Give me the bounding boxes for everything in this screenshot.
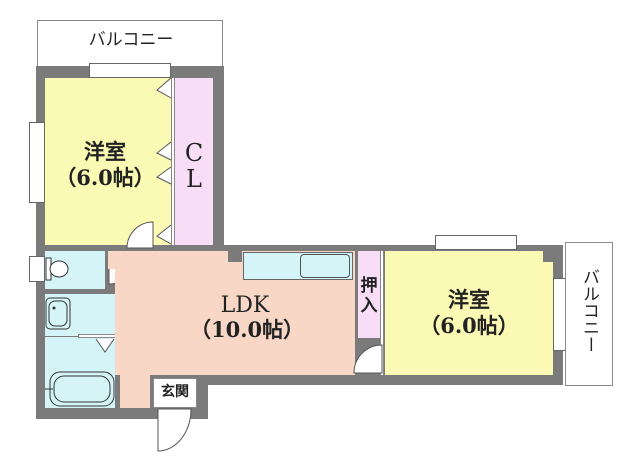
bedroom-right-door-icon — [353, 344, 383, 374]
ldk-size: （10.0帖） — [190, 317, 305, 342]
closet-folding-doors-icon — [156, 77, 172, 245]
entrance-label: 玄関 — [161, 384, 189, 400]
ldk-wall-notch — [228, 245, 242, 262]
top-balcony: バルコニー — [37, 20, 223, 68]
bedroom-left: 洋室 （6.0帖） — [45, 78, 171, 245]
closet-label-2: L — [186, 165, 202, 193]
closet-label-1: C — [184, 139, 204, 167]
toilet-window — [29, 256, 45, 282]
top-balcony-label: バルコニー — [88, 30, 174, 50]
entrance: 玄関 — [153, 378, 197, 408]
bath-door-icon — [95, 338, 115, 353]
ldk-entry-area — [120, 370, 150, 408]
right-balcony: バルコニー — [565, 242, 613, 386]
bathtub-icon — [45, 371, 115, 407]
entrance-door-icon — [157, 408, 192, 452]
ldk-hallway — [108, 251, 120, 269]
closet: C L — [175, 78, 213, 245]
kitchen-sink — [300, 254, 350, 278]
right-balcony-label: バルコニー — [579, 268, 599, 353]
toilet-icon — [45, 257, 69, 281]
bedroom-right-name: 洋室 — [448, 287, 490, 312]
oshiire: 押 入 — [358, 251, 380, 338]
bedroom-left-door-icon — [126, 221, 154, 249]
window-left — [29, 122, 45, 203]
window-right-top — [435, 235, 517, 250]
washbasin-icon — [45, 297, 71, 330]
bedroom-right: 洋室 （6.0帖） — [385, 251, 553, 375]
bedroom-right-corner — [543, 251, 553, 262]
ldk-name: LDK — [220, 293, 270, 318]
window-top — [89, 63, 171, 78]
oshiire-label-2: 入 — [360, 296, 378, 316]
oshiire-label-1: 押 — [360, 276, 378, 296]
bedroom-right-size: （6.0帖） — [419, 313, 519, 338]
bedroom-left-size: （6.0帖） — [55, 165, 155, 190]
bedroom-left-name: 洋室 — [84, 139, 126, 164]
